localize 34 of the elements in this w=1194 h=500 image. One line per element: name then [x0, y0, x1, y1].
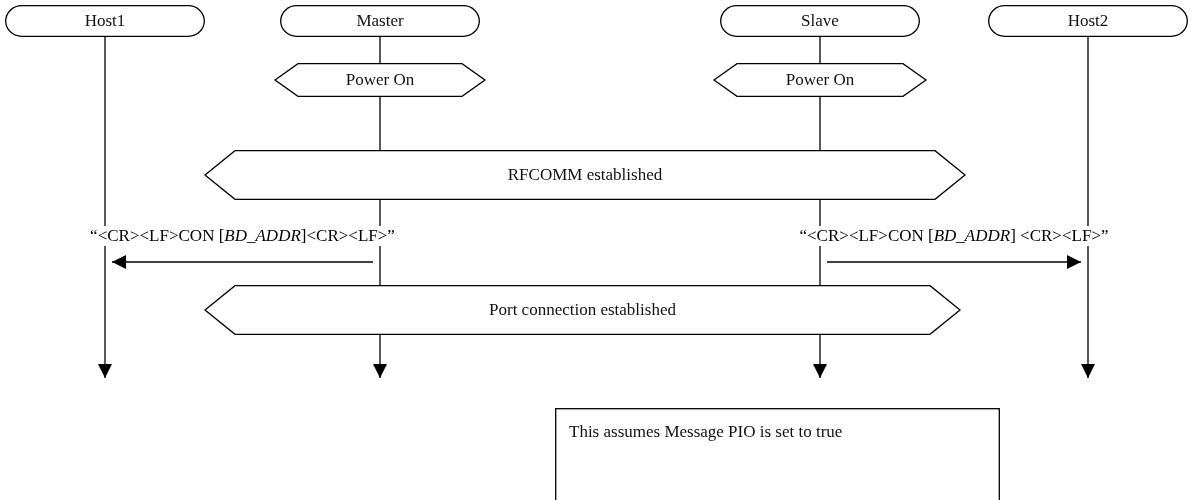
lifeline-arrow — [98, 274, 112, 379]
participant-box — [988, 5, 1188, 37]
lifeline — [819, 96, 821, 151]
message-arrow — [111, 255, 374, 269]
lifeline — [379, 96, 381, 151]
state-hexagon — [205, 150, 965, 200]
state-hexagon — [275, 63, 485, 97]
message-label: “<CR><LF>CON [BD_ADDR]<CR><LF>” — [88, 226, 397, 246]
state-label: RFCOMM established — [507, 165, 663, 185]
lifeline — [379, 274, 381, 286]
state-label: Port connection established — [489, 300, 676, 320]
lifeline — [1087, 36, 1089, 251]
participant-box — [5, 5, 205, 37]
participant-name: Slave — [801, 11, 839, 31]
participant-name: Host2 — [1067, 11, 1109, 31]
lifeline — [819, 274, 821, 286]
message-label: “<CR><LF>CON [BD_ADDR] <CR><LF>” — [797, 226, 1111, 246]
participant-box — [280, 5, 480, 37]
lifeline-arrow — [813, 334, 827, 379]
lifeline-arrow — [373, 334, 387, 379]
lifeline-arrow — [1081, 274, 1095, 379]
state-label: Power On — [785, 70, 855, 90]
lifeline — [104, 36, 106, 251]
note-text: This assumes Message PIO is set to true — [569, 422, 843, 442]
participant-name: Host1 — [84, 11, 126, 31]
participant-name: Master — [356, 11, 404, 31]
lifeline — [819, 36, 821, 64]
message-arrow — [826, 255, 1082, 269]
state-hexagon — [205, 285, 960, 335]
state-label: Power On — [345, 70, 415, 90]
state-hexagon — [714, 63, 926, 97]
note-box — [555, 408, 1000, 500]
participant-box — [720, 5, 920, 37]
lifeline — [379, 36, 381, 64]
